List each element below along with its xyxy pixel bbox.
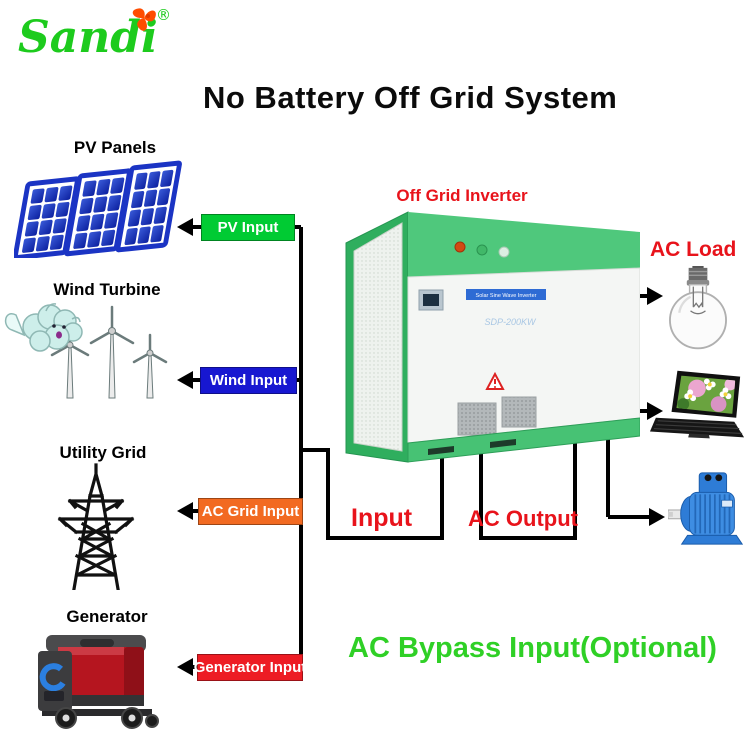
arrow-to-grid xyxy=(177,502,193,520)
vent-grille-right xyxy=(501,396,537,428)
inverter-title: Off Grid Inverter xyxy=(396,186,528,205)
pv-panels-label: PV Panels xyxy=(73,138,157,157)
indicator-light-white xyxy=(498,246,510,258)
vent-grille-left xyxy=(457,402,497,436)
generator-icon xyxy=(38,635,159,729)
indicator-light-red xyxy=(454,241,466,253)
pv-input-box: PV Input xyxy=(201,214,295,241)
generator-input-box: Generator Input xyxy=(194,654,306,681)
arrow-to-pv xyxy=(177,218,193,236)
ac-grid-input-box: AC Grid Input xyxy=(198,498,303,525)
wind-input-box: Wind Input xyxy=(200,367,297,394)
inverter-cabinet-image: Solar Sine Wave Inverter SDP-200KW xyxy=(345,211,640,463)
arrow-to-motor xyxy=(649,508,665,526)
generator-label: Generator xyxy=(66,607,148,626)
name-strip xyxy=(466,289,546,300)
light-bulb-icon xyxy=(669,266,727,350)
arrow-to-bulb xyxy=(647,287,663,305)
indicator-light-green xyxy=(476,244,488,256)
orange-fan-icon xyxy=(132,8,156,31)
wind-turbine-icon xyxy=(4,303,168,399)
warning-triangle-icon xyxy=(485,371,505,390)
arrow-to-laptop xyxy=(647,402,663,420)
ac-grid-input-label: AC Grid Input xyxy=(201,503,300,520)
arrowheads xyxy=(177,218,665,676)
laptop-keyboard xyxy=(653,420,743,435)
tower-lattice xyxy=(57,463,135,590)
ac-load-label: AC Load xyxy=(650,238,737,261)
pv-input-label: PV Input xyxy=(217,219,279,236)
ac-bypass-note: AC Bypass Input(Optional) xyxy=(348,632,717,664)
cabinet-side-panel xyxy=(345,211,409,463)
laptop-icon xyxy=(649,370,745,439)
name-strip-text: Solar Sine Wave Inverter xyxy=(476,293,537,299)
generator-body xyxy=(38,635,159,729)
utility-tower-icon xyxy=(57,463,135,590)
wind-turbine-label: Wind Turbine xyxy=(53,280,161,299)
wind-cloud xyxy=(4,303,83,352)
electric-motor-icon xyxy=(668,472,744,545)
arrow-to-wind xyxy=(177,371,193,389)
bulb-group xyxy=(669,266,727,350)
input-label: Input xyxy=(351,504,413,532)
cabinet-front-panel: Solar Sine Wave Inverter SDP-200KW xyxy=(407,212,640,444)
logo-brand-text: Sandi xyxy=(18,12,158,63)
input-trunk-line xyxy=(191,225,303,669)
laptop-group xyxy=(649,370,745,439)
turbines-group xyxy=(50,305,168,399)
inverter-display xyxy=(418,289,444,311)
ac-output-label: AC Output xyxy=(468,506,578,531)
utility-grid-label: Utility Grid xyxy=(59,443,147,462)
arrow-to-generator xyxy=(177,658,193,676)
cabinet-base xyxy=(407,417,640,463)
model-text: SDP-200KW xyxy=(484,317,537,327)
sandi-logo: Sandi ® xyxy=(18,6,171,63)
page-title: No Battery Off Grid System xyxy=(203,80,618,115)
pv-panel-group xyxy=(14,160,182,258)
laptop-screen-image xyxy=(676,375,736,414)
registered-mark: ® xyxy=(156,6,171,24)
inverter-input-bracket xyxy=(301,448,444,540)
motor-group xyxy=(668,472,744,545)
bulb-filament xyxy=(690,286,706,315)
solar-panels-icon xyxy=(14,160,182,258)
generator-input-label: Generator Input xyxy=(193,659,307,676)
wind-input-label: Wind Input xyxy=(209,372,288,389)
